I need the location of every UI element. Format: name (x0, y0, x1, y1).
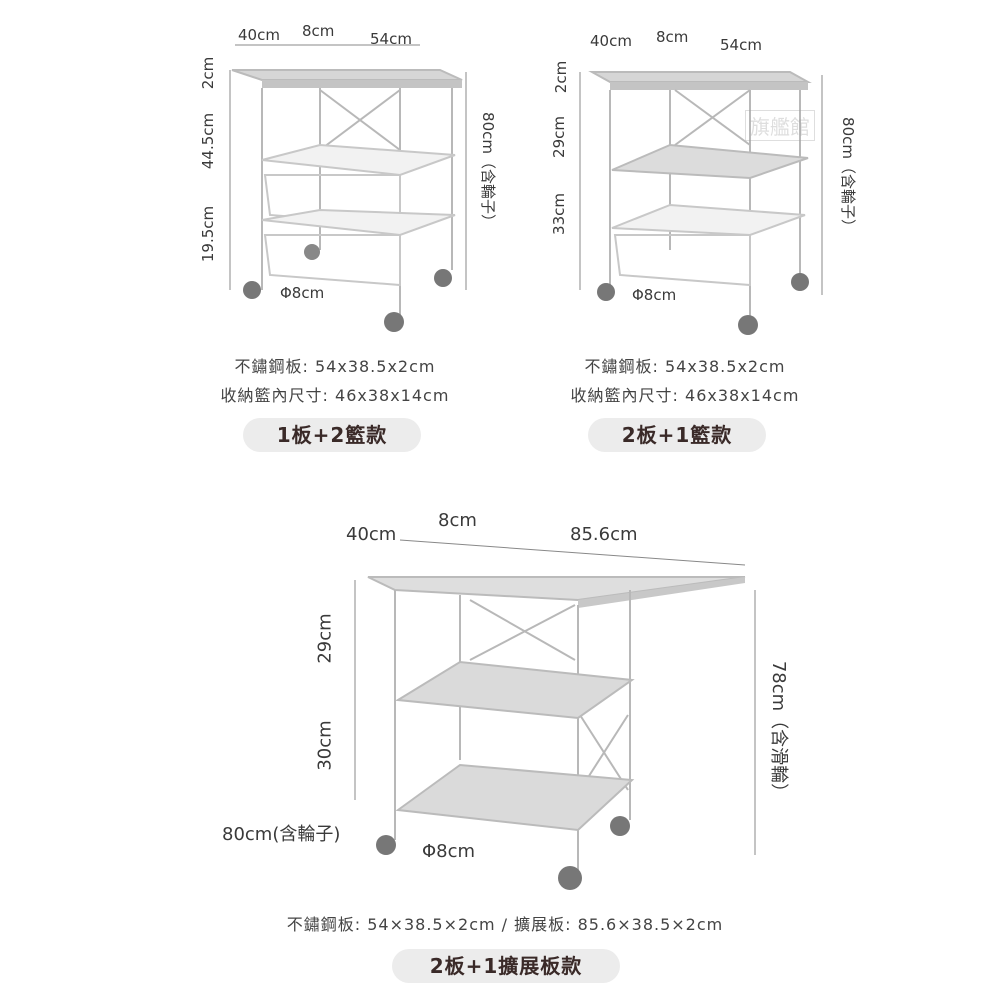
dim-wheel: Φ8cm (632, 286, 677, 304)
model-label-c: 2板+1擴展板款 (392, 949, 620, 983)
dim-low: 19.5cm (199, 205, 218, 263)
dim-handle: 8cm (302, 22, 335, 40)
cart-c-drawing (354, 539, 756, 890)
dim-mid: 44.5cm (199, 112, 218, 170)
dim-width: 85.6cm (570, 524, 638, 545)
model-label-a: 1板+2籃款 (243, 418, 421, 452)
dim-width: 54cm (720, 36, 762, 54)
dim-top: 2cm (199, 56, 218, 90)
dim-depth: 40cm (346, 524, 397, 545)
spec-text-c: 不鏽鋼板: 54×38.5×2cm / 擴展板: 85.6×38.5×2cm (286, 915, 724, 934)
dim-handle: 8cm (656, 28, 689, 46)
dim-wheel: Φ8cm (422, 841, 476, 862)
dim-width: 54cm (370, 30, 412, 48)
dim-wheel: Φ8cm (280, 284, 325, 302)
dim-height: 80cm（含輪子） (838, 117, 857, 234)
spec-text-b: 不鏽鋼板: 54x38.5x2cm 收納籃內尺寸: 46x38x14cm (530, 352, 840, 410)
dim-low: 30cm (314, 720, 336, 771)
dim-depth: 40cm (238, 26, 280, 44)
cart-b-drawing (579, 71, 823, 335)
spec-line: 收納籃內尺寸: 46x38x14cm (570, 386, 800, 405)
dim-height: 80cm（含輪子） (478, 112, 497, 229)
dim-top: 2cm (552, 60, 571, 94)
dim-handle: 8cm (438, 510, 477, 531)
dim-depth: 40cm (590, 32, 632, 50)
spec-text-a: 不鏽鋼板: 54x38.5x2cm 收納籃內尺寸: 46x38x14cm (180, 352, 490, 410)
spec-line: 不鏽鋼板: 54x38.5x2cm (584, 357, 786, 376)
dim-height-left: 80cm(含輪子) (222, 824, 341, 845)
watermark-label: 旗艦館 (745, 110, 815, 141)
dim-mid: 29cm (314, 613, 336, 664)
spec-line: 收納籃內尺寸: 46x38x14cm (220, 386, 450, 405)
model-label-b: 2板+1籃款 (588, 418, 766, 452)
dim-mid: 29cm (549, 116, 568, 158)
dim-height-right: 78cm（含滑輪） (768, 660, 790, 802)
spec-line: 不鏽鋼板: 54x38.5x2cm (234, 357, 436, 376)
dim-low: 33cm (549, 193, 568, 235)
cart-a-drawing (229, 44, 467, 332)
